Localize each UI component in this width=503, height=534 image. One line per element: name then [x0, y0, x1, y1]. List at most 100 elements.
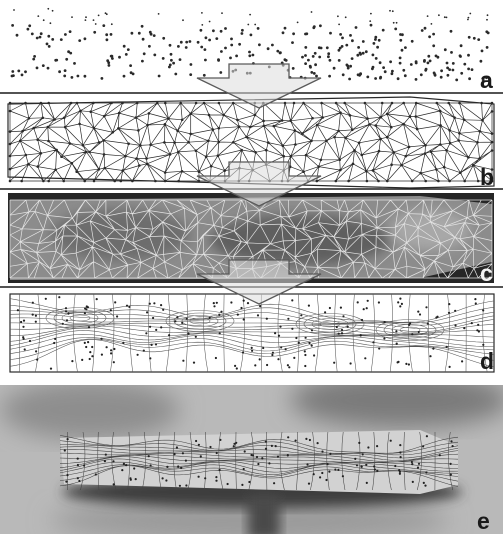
- panel-a-point: [63, 75, 66, 78]
- panel-a-point: [219, 71, 222, 74]
- panel-b-mesh-node: [491, 141, 494, 144]
- panel-e-point: [412, 481, 414, 483]
- panel-b-mesh-node: [415, 102, 418, 105]
- panel-a-point: [36, 67, 39, 70]
- panel-b-mesh-node: [148, 112, 151, 115]
- panel-b-mesh-node: [102, 139, 105, 142]
- panel-e-point: [215, 476, 217, 478]
- panel-a-point: [42, 64, 45, 67]
- panel-b-mesh-node: [263, 125, 266, 128]
- panel-b-mesh-node: [338, 159, 341, 162]
- panel-d-point: [20, 321, 22, 323]
- panel-a-point: [305, 32, 308, 35]
- panel-a-point: [11, 24, 14, 27]
- panel-b-mesh-node: [273, 125, 276, 128]
- panel-b-mesh-node: [203, 102, 206, 105]
- panel-d-point: [29, 340, 31, 342]
- panel-a-point: [141, 25, 144, 28]
- panel-a-point: [467, 54, 470, 57]
- panel-a-point: [141, 60, 144, 63]
- panel-b-mesh-node: [173, 141, 176, 144]
- panel-e-point: [367, 446, 369, 448]
- panel-b-mesh-node: [293, 102, 296, 105]
- panel-e-point: [173, 453, 175, 455]
- panel-b-mesh-node: [368, 123, 371, 126]
- panel-e-point: [216, 452, 218, 454]
- panel-b-mesh-node: [167, 117, 170, 120]
- panel-a-point: [486, 19, 488, 21]
- panel-d-contours: [10, 294, 494, 372]
- panel-a-point: [170, 53, 173, 56]
- panel-e-point: [182, 452, 184, 454]
- panel-a-point: [349, 65, 352, 68]
- panel-d-point: [35, 321, 37, 323]
- panel-b-mesh-node: [408, 146, 411, 149]
- panel-d-point: [482, 309, 484, 311]
- panel-a-point: [24, 70, 27, 73]
- panel-a-point: [329, 32, 332, 35]
- panel-a-point: [450, 51, 453, 54]
- panel-b-mesh-node: [83, 180, 86, 183]
- panel-b-mesh-node: [238, 125, 241, 128]
- panel-b-mesh-node: [448, 180, 451, 183]
- panel-b-mesh-node: [305, 154, 308, 157]
- panel-a-point: [101, 77, 104, 80]
- panel-e-tone-2: [290, 372, 503, 428]
- panel-a-point: [69, 30, 72, 33]
- panel-b-mesh-node: [390, 163, 393, 166]
- panel-b-mesh-node: [195, 102, 198, 105]
- panel-d-point: [333, 362, 335, 364]
- panel-a-point: [40, 32, 43, 35]
- panel-d-point: [340, 307, 342, 309]
- panel-a-point: [420, 73, 423, 76]
- panel-e-point: [424, 485, 426, 487]
- panel-a-point: [85, 16, 87, 18]
- panel-b-mesh-node: [449, 142, 452, 145]
- panel-d-point: [96, 298, 98, 300]
- panel-a-point: [252, 54, 255, 57]
- panel-e-point: [313, 473, 315, 475]
- panel-d-point: [397, 301, 399, 303]
- panel-a-point: [481, 50, 484, 53]
- panel-b-mesh-node: [339, 111, 342, 114]
- panel-a-point: [189, 73, 192, 76]
- panel-b-mesh-node: [63, 117, 66, 120]
- panel-a-point: [205, 36, 208, 39]
- panel-b-mesh-node: [337, 130, 340, 133]
- panel-d-point: [401, 303, 403, 305]
- panel-a-point: [366, 76, 369, 79]
- panel-b-mesh-node: [124, 155, 127, 158]
- panel-e-point: [265, 441, 267, 443]
- panel-b-mesh-node: [443, 166, 446, 169]
- panel-b-mesh-node: [218, 127, 221, 130]
- panel-e-point: [112, 460, 114, 462]
- panel-d-point: [215, 357, 217, 359]
- panel-e-point: [179, 485, 181, 487]
- panel-d-point: [454, 324, 456, 326]
- panel-a-point: [345, 44, 348, 47]
- panel-d-point: [168, 334, 170, 336]
- panel-d-point: [218, 314, 220, 316]
- panel-d-point: [149, 326, 151, 328]
- panel-e-point: [105, 454, 107, 456]
- panel-d-point: [67, 313, 69, 315]
- panel-d-point: [153, 302, 155, 304]
- panel-d-point: [243, 300, 245, 302]
- panel-b-mesh-node: [71, 162, 74, 165]
- panel-b-mesh-node: [177, 151, 180, 154]
- panel-a-point: [180, 41, 183, 44]
- panel-d-point: [126, 305, 128, 307]
- panel-b-mesh-node: [75, 170, 78, 173]
- panel-a-point: [16, 34, 19, 37]
- panel-a-point: [182, 19, 184, 21]
- panel-a-point: [362, 52, 365, 55]
- panel-b-mesh-node: [42, 117, 45, 120]
- panel-a-point: [318, 56, 321, 59]
- panel-b-mesh-node: [349, 114, 352, 117]
- panel-a-point: [43, 19, 45, 21]
- panel-b-mesh-node: [187, 141, 190, 144]
- panel-d-point: [128, 306, 130, 308]
- panel-e-point: [198, 476, 200, 478]
- panel-d-point: [291, 328, 293, 330]
- panel-a-point: [452, 62, 455, 65]
